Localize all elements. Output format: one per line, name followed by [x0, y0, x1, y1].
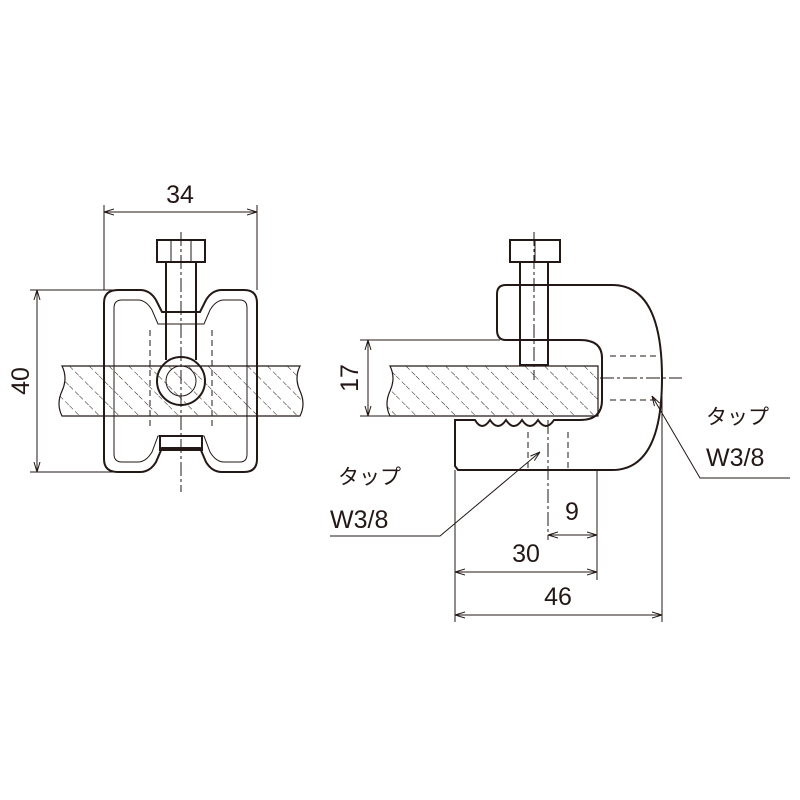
tap-bottom-size: W3/8 [330, 506, 388, 534]
side-view: 17 9 30 46 タップ W3/8 タップ W3/8 [330, 232, 790, 622]
tap-right-label: タップ [706, 405, 769, 429]
tap-right-size: W3/8 [706, 444, 764, 472]
dimension-34-label: 34 [166, 181, 194, 209]
c-clamp-body [454, 284, 664, 471]
beam-flange-section-side [386, 365, 599, 417]
dimension-30-label: 30 [512, 540, 540, 568]
tap-bottom-label: タップ [338, 465, 401, 489]
dimension-46-label: 46 [544, 583, 572, 611]
front-view: 34 40 [7, 181, 304, 492]
dimension-17-label: 17 [336, 364, 364, 392]
bolt-shank [165, 262, 197, 360]
beam-flange-section [58, 365, 304, 417]
dimension-40-label: 40 [7, 367, 35, 395]
clamp-inner-outline [113, 299, 248, 463]
dimension-9-label: 9 [565, 498, 579, 526]
tap-bottom-leader [330, 452, 540, 537]
clamp-body-outline [103, 289, 258, 473]
tap-right-leader [652, 396, 790, 479]
